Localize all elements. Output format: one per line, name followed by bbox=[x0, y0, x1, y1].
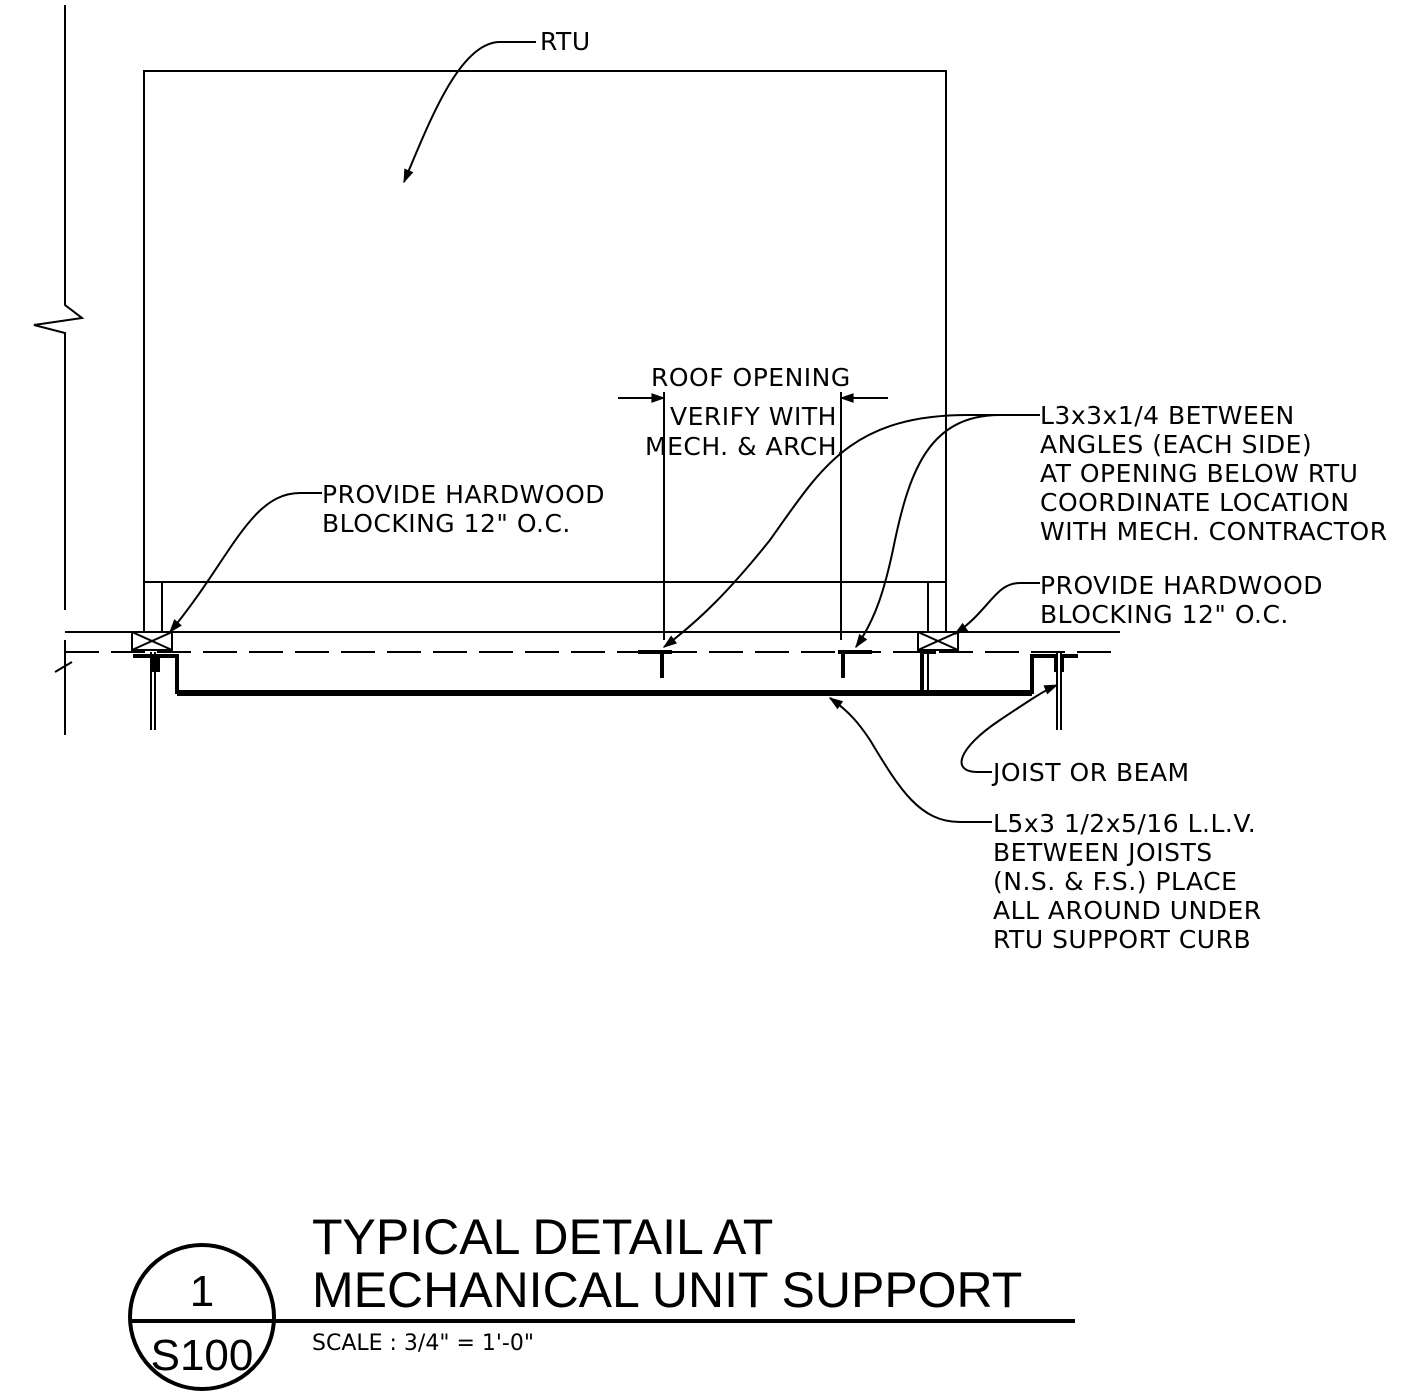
angles-note-line-3: AT OPENING BELOW RTU bbox=[1040, 459, 1358, 488]
support-note-line-2: BETWEEN JOISTS bbox=[993, 838, 1213, 867]
angles-note-line-1: L3x3x1/4 BETWEEN bbox=[1040, 401, 1295, 430]
angles-note-line-2: ANGLES (EACH SIDE) bbox=[1040, 430, 1312, 459]
leader-blocking-right bbox=[953, 582, 1040, 635]
wall-break-line bbox=[33, 5, 85, 735]
joist-left bbox=[133, 652, 175, 730]
angles-note-line-5: WITH MECH. CONTRACTOR bbox=[1040, 517, 1388, 546]
scale-note: SCALE : 3/4" = 1'-0" bbox=[312, 1331, 534, 1356]
support-note-line-3: (N.S. & F.S.) PLACE bbox=[993, 867, 1237, 896]
leader-rtu bbox=[403, 41, 536, 184]
support-angle bbox=[165, 650, 1044, 696]
roof-opening-label: ROOF OPENING bbox=[651, 363, 851, 392]
support-note-line-1: L5x3 1/2x5/16 L.L.V. bbox=[993, 809, 1256, 838]
verify-note-line-1: VERIFY WITH bbox=[670, 402, 837, 431]
leader-angles bbox=[662, 414, 1040, 649]
opening-angle-right bbox=[838, 650, 872, 678]
title-line-2: MECHANICAL UNIT SUPPORT bbox=[312, 1262, 1022, 1318]
support-note-line-5: RTU SUPPORT CURB bbox=[993, 925, 1251, 954]
blocking-left-note-line-2: BLOCKING 12" O.C. bbox=[322, 509, 571, 538]
hardwood-blocking-right bbox=[917, 631, 959, 651]
blocking-right-note-line-1: PROVIDE HARDWOOD bbox=[1040, 571, 1323, 600]
leader-joist bbox=[960, 684, 1059, 773]
detail-title-block: 1 S100 TYPICAL DETAIL AT MECHANICAL UNIT… bbox=[128, 1209, 1075, 1391]
support-note-line-4: ALL AROUND UNDER bbox=[993, 896, 1262, 925]
detail-bubble bbox=[128, 1243, 276, 1391]
blocking-left-note-line-1: PROVIDE HARDWOOD bbox=[322, 480, 605, 509]
verify-note-line-2: MECH. & ARCH. bbox=[645, 432, 845, 461]
joist-note: JOIST OR BEAM bbox=[991, 758, 1190, 787]
leader-blocking-left bbox=[169, 492, 322, 634]
opening-angle-left bbox=[638, 650, 672, 678]
blocking-right-note-line-2: BLOCKING 12" O.C. bbox=[1040, 600, 1289, 629]
leader-support-angle bbox=[828, 697, 992, 823]
title-line-1: TYPICAL DETAIL AT bbox=[312, 1209, 773, 1265]
detail-number: 1 bbox=[190, 1267, 214, 1316]
rtu-unit bbox=[143, 70, 947, 633]
roof-deck bbox=[65, 631, 1120, 653]
roof-opening-dimension bbox=[618, 392, 888, 640]
hardwood-blocking-left bbox=[131, 631, 173, 651]
sheet-number: S100 bbox=[151, 1331, 254, 1380]
angles-note-line-4: COORDINATE LOCATION bbox=[1040, 488, 1350, 517]
rtu-label: RTU bbox=[540, 27, 591, 56]
